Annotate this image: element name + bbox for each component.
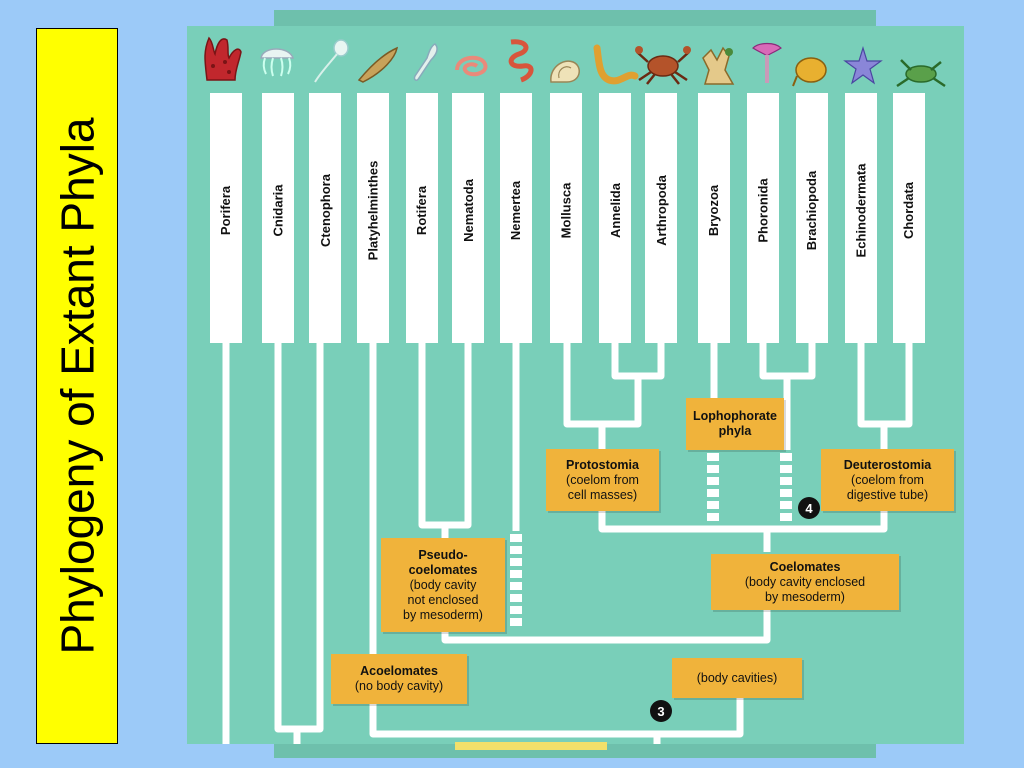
- phylum-label-mollusca: Mollusca: [558, 182, 574, 238]
- phylum-label-arthropoda: Arthropoda: [653, 174, 669, 246]
- acoelomates-label: Acoelomates (no body cavity): [331, 654, 467, 704]
- phylum-label-phoronida: Phoronida: [755, 177, 771, 243]
- horseshoe-worm-icon: [752, 42, 782, 83]
- marker-3: 3: [650, 700, 672, 722]
- deuterostomia-label: Deuterostomia (coelom from digestive tub…: [821, 449, 954, 511]
- phylum-label-annelida: Annelida: [607, 182, 623, 238]
- phylum-columns: [210, 93, 925, 343]
- body-cavities-label: (body cavities): [672, 658, 802, 698]
- phylum-label-echinodermata: Echinodermata: [853, 163, 869, 257]
- moss-animal-icon: [702, 46, 735, 85]
- phylogeny-diagram: Porifera Cnidaria Ctenophora Platyhelmin…: [187, 26, 964, 744]
- phylum-label-nematoda: Nematoda: [460, 178, 476, 242]
- segmented-worm-icon: [593, 44, 639, 85]
- phylum-label-chordata: Chordata: [901, 181, 917, 239]
- uncertain-branches: [510, 453, 792, 626]
- sponge-icon: [204, 36, 242, 81]
- phylum-label-brachiopoda: Brachiopoda: [804, 170, 820, 250]
- pseudocoelomates-label: Pseudo- coelomates (body cavity not encl…: [381, 538, 505, 632]
- slide-title: Phylogeny of Extant Phyla: [51, 117, 103, 655]
- phylum-label-porifera: Porifera: [218, 185, 234, 235]
- flatworm-icon: [357, 46, 399, 83]
- crab-icon: [635, 46, 691, 85]
- phylum-label-nemertea: Nemertea: [508, 180, 524, 240]
- snail-icon: [550, 60, 580, 83]
- rotifer-icon: [413, 43, 438, 81]
- phylum-label-cnidaria: Cnidaria: [270, 183, 286, 237]
- jellyfish-icon: [260, 48, 295, 77]
- phylum-label-platyhelminthes: Platyhelminthes: [365, 160, 381, 260]
- roundworm-icon: [455, 55, 488, 77]
- lamp-shell-icon: [792, 57, 827, 87]
- branches: [222, 343, 913, 744]
- protostomia-label: Protostomia (coelom from cell masses): [546, 449, 659, 511]
- bottom-accent-strip: [455, 742, 607, 750]
- slide-title-box: Phylogeny of Extant Phyla: [36, 28, 118, 744]
- ribbon-worm-icon: [508, 39, 534, 83]
- marker-4: 4: [798, 497, 820, 519]
- phylum-label-bryozoa: Bryozoa: [706, 184, 722, 236]
- lophophorate-label: Lophophorate phyla: [686, 398, 784, 450]
- phylum-label-rotifera: Rotifera: [414, 185, 430, 235]
- starfish-icon: [843, 46, 883, 85]
- frog-icon: [896, 59, 946, 88]
- phylogeny-tree: [210, 93, 925, 744]
- coelomates-label: Coelomates (body cavity enclosed by meso…: [711, 554, 899, 610]
- phylum-label-ctenophora: Ctenophora: [317, 173, 333, 247]
- comb-jelly-icon: [314, 39, 349, 83]
